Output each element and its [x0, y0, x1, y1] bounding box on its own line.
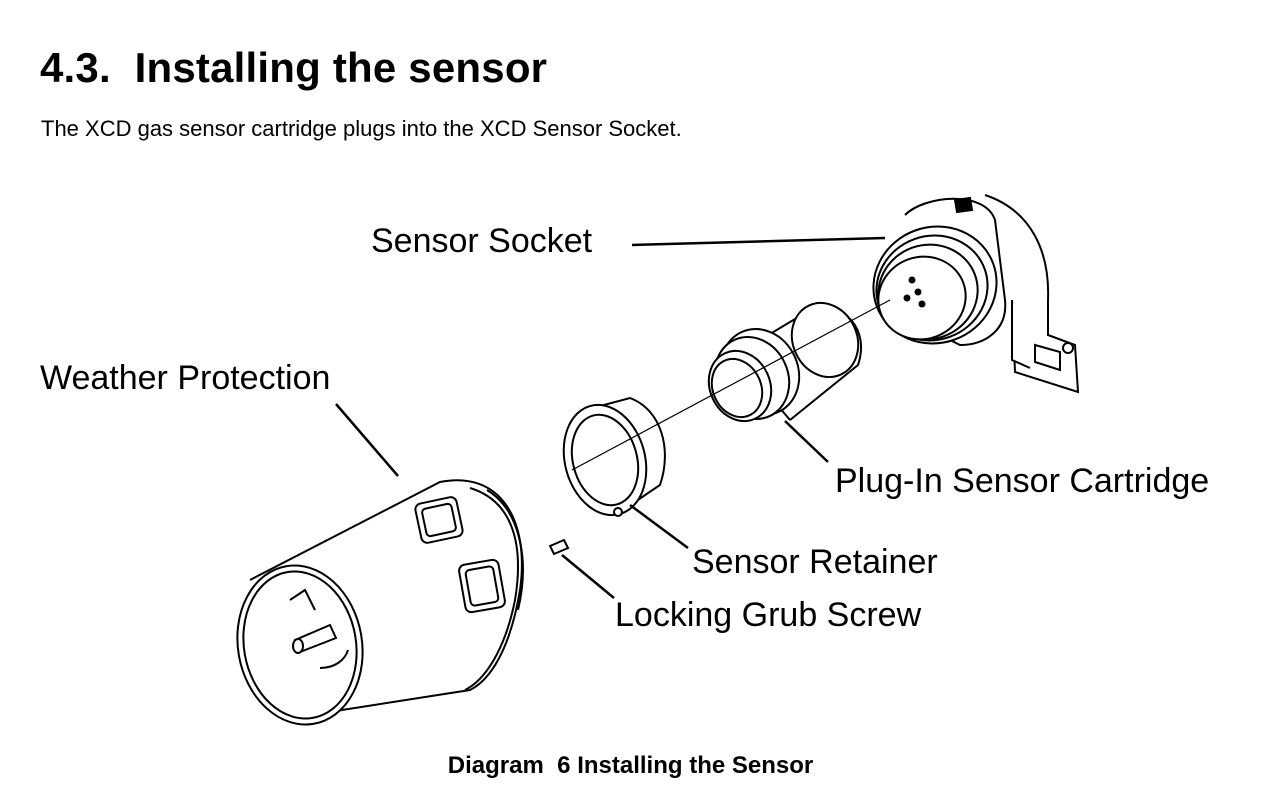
section-heading: 4.3. Installing the sensor — [40, 44, 547, 92]
sensor-retainer-drawing — [562, 396, 666, 517]
intro-paragraph: The XCD gas sensor cartridge plugs into … — [41, 116, 682, 141]
caption-number: 6 — [557, 752, 571, 779]
label-sensor-socket: Sensor Socket — [371, 222, 593, 260]
sensor-cartridge-drawing — [707, 302, 863, 423]
caption-prefix: Diagram — [447, 752, 544, 779]
section-title: Installing the sensor — [134, 44, 548, 91]
sensor-socket-drawing — [872, 194, 1080, 394]
label-weather-protection: Weather Protection — [40, 359, 330, 397]
weather-protection-drawing — [236, 479, 524, 726]
caption-text: Installing the Sensor — [577, 752, 814, 779]
section-number: 4.3. — [40, 44, 111, 91]
diagram-caption: Diagram 6 Installing the Sensor — [0, 752, 1261, 780]
label-sensor-retainer: Sensor Retainer — [692, 543, 938, 581]
label-locking-grub-screw: Locking Grub Screw — [615, 596, 922, 634]
label-plug-in-sensor-cartridge: Plug-In Sensor Cartridge — [835, 462, 1209, 500]
leader-lines — [335, 236, 886, 599]
assembly-axis — [571, 299, 891, 471]
grub-screw-drawing — [548, 538, 570, 556]
